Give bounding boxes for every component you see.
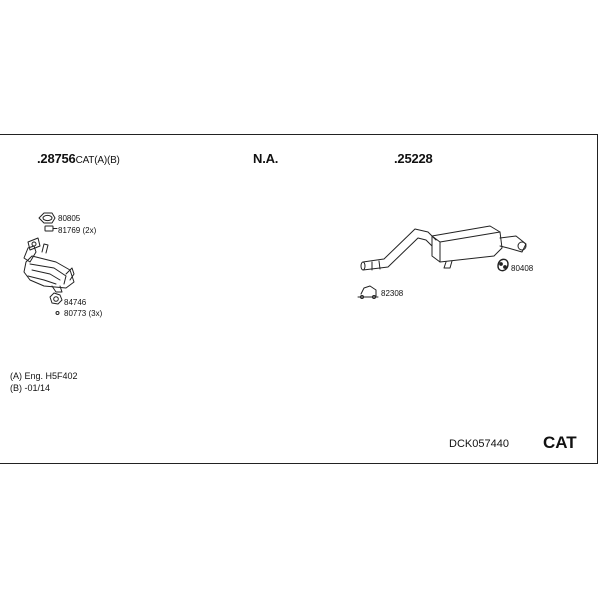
left-group-heading: .28756CAT(A)(B) bbox=[37, 152, 120, 166]
note-date: (B) -01/14 bbox=[10, 383, 51, 393]
catalytic-converter-icon bbox=[23, 237, 75, 293]
kit-type: CAT bbox=[543, 433, 577, 452]
rear-muffler-icon bbox=[360, 225, 527, 271]
note-engine: (A) Eng. H5F402 bbox=[10, 371, 78, 381]
gasket-top-label: 80805 bbox=[58, 214, 81, 223]
hanger-label: 80408 bbox=[511, 264, 534, 273]
nut-icon bbox=[55, 311, 60, 315]
right-group-part-number: .25228 bbox=[394, 151, 433, 166]
gasket-bottom-icon bbox=[49, 292, 63, 305]
bolt-icon bbox=[44, 225, 58, 232]
clamp-icon bbox=[357, 285, 379, 299]
hanger-icon bbox=[497, 258, 509, 272]
left-group-suffix: CAT(A)(B) bbox=[75, 155, 120, 166]
bolt-top-label: 81769 (2x) bbox=[58, 226, 97, 235]
middle-group-part-number: N.A. bbox=[253, 151, 279, 166]
clamp-label: 82308 bbox=[381, 289, 404, 298]
diagram-frame bbox=[0, 134, 598, 464]
gasket-bottom-label: 84746 bbox=[64, 298, 87, 307]
kit-code: DCK057440 bbox=[449, 438, 509, 450]
nut-bottom-label: 80773 (3x) bbox=[64, 309, 103, 318]
left-group-part-number: .28756 bbox=[37, 151, 76, 166]
gasket-top-icon bbox=[38, 212, 56, 224]
